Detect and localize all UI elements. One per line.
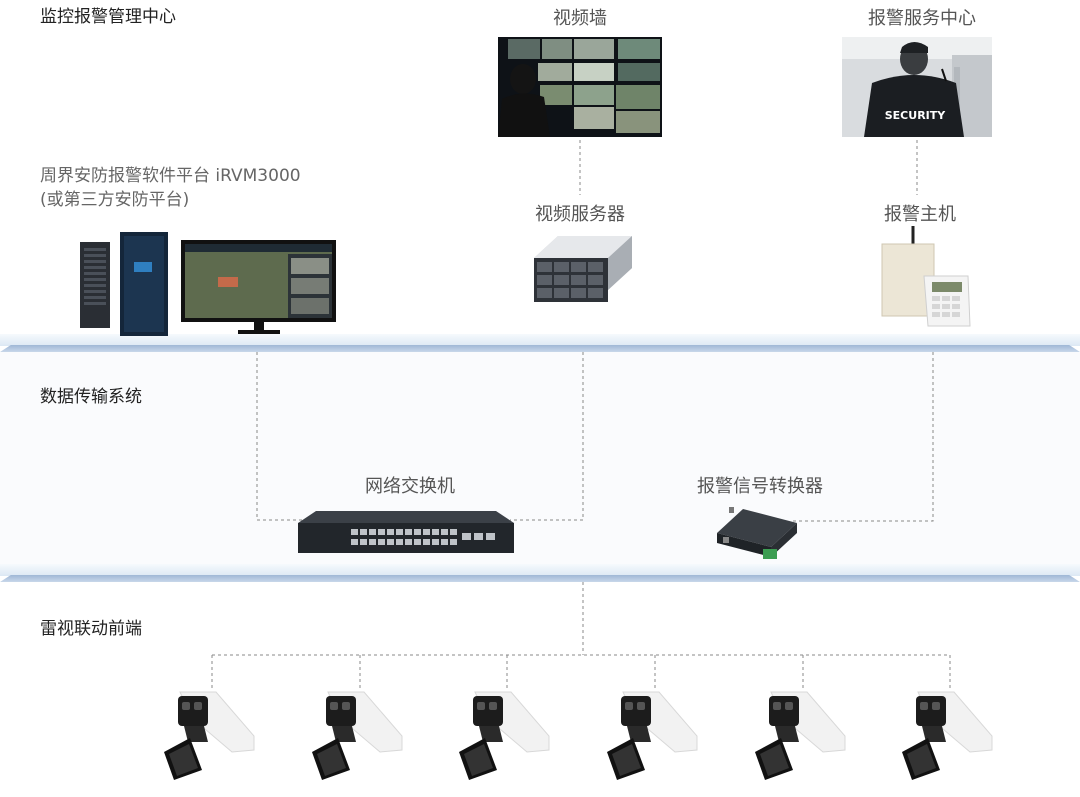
- section-title-transmission: 数据传输系统: [40, 387, 142, 407]
- alarm-host-label: 报警主机: [884, 204, 956, 225]
- platform-label: 周界安防报警软件平台 iRVM3000 (或第三方安防平台): [40, 164, 301, 212]
- platform-servers-image: [80, 232, 336, 336]
- radar-camera-2: [312, 691, 403, 780]
- management-band: [0, 334, 1080, 356]
- line-platform-switch: [256, 352, 310, 521]
- section-title-frontend: 雷视联动前端: [40, 619, 142, 639]
- signal-converter-label: 报警信号转换器: [697, 476, 823, 497]
- transmission-zone: [0, 352, 1080, 570]
- platform-label-line2: (或第三方安防平台): [40, 190, 190, 210]
- radar-camera-1: [164, 691, 255, 780]
- network-switch-image: [298, 511, 514, 553]
- section-title-management: 监控报警管理中心: [40, 7, 176, 27]
- video-wall-label: 视频墙: [553, 8, 607, 29]
- radar-camera-3: [459, 691, 550, 780]
- signal-converter-image: [717, 507, 797, 559]
- radar-camera-4: [607, 691, 698, 780]
- security-badge-text: SECURITY: [885, 109, 947, 122]
- video-wall-image: [498, 37, 662, 137]
- radar-camera-5: [755, 691, 846, 780]
- line-server-switch: [510, 352, 584, 521]
- line-host-converter: [790, 352, 934, 522]
- security-guard-image: SECURITY: [842, 37, 992, 137]
- platform-label-line1: 周界安防报警软件平台 iRVM3000: [40, 166, 301, 186]
- transmission-band: [0, 564, 1080, 586]
- video-server-image: [534, 236, 632, 302]
- switch-label: 网络交换机: [365, 476, 455, 497]
- radar-camera-6: [902, 691, 993, 780]
- video-server-label: 视频服务器: [535, 204, 625, 225]
- alarm-host-image: [881, 226, 971, 327]
- alarm-service-label: 报警服务中心: [868, 8, 976, 29]
